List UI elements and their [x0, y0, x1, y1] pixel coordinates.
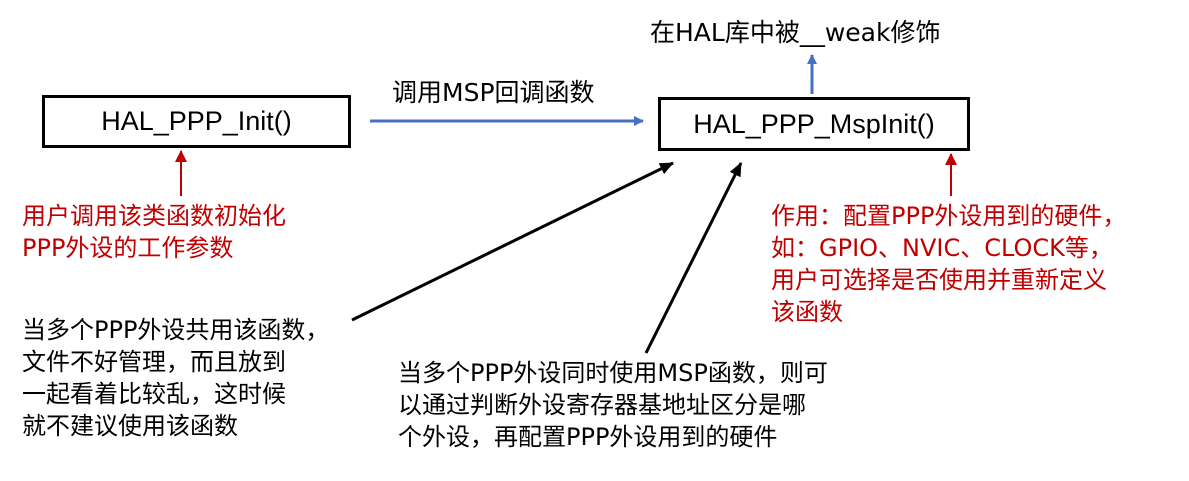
msp-purpose-line: 如：GPIO、NVIC、CLOCK等， [771, 234, 1113, 262]
msp-shared-note: 当多个PPP外设同时使用MSP函数，则可 以通过判断外设寄存器基地址区分是哪 个… [398, 357, 828, 453]
hal-ppp-init-box: HAL_PPP_Init() [42, 95, 351, 148]
weak-label: 在HAL库中被__weak修饰 [650, 18, 941, 47]
hal-ppp-mspinit-label: HAL_PPP_MspInit() [693, 108, 935, 139]
msp-purpose-line: 作用：配置PPP外设用到的硬件， [771, 202, 1127, 230]
init-purpose-note: 用户调用该类函数初始化 PPP外设的工作参数 [22, 200, 286, 264]
msp-shared-line: 以通过判断外设寄存器基地址区分是哪 [398, 391, 806, 419]
msp-shared-black-arrow [644, 162, 743, 354]
call-msp-label: 调用MSP回调函数 [392, 78, 595, 107]
hal-ppp-init-label: HAL_PPP_Init() [101, 106, 292, 136]
shared-black-arrow [351, 161, 674, 322]
shared-drawback-line: 一起看着比较乱，这时候 [22, 380, 286, 408]
init-purpose-line: PPP外设的工作参数 [22, 234, 234, 262]
hal-ppp-mspinit-box: HAL_PPP_MspInit() [658, 97, 970, 151]
init-purpose-line: 用户调用该类函数初始化 [22, 202, 286, 230]
msp-shared-line: 个外设，再配置PPP外设用到的硬件 [398, 423, 778, 451]
msp-purpose-line: 该函数 [771, 298, 843, 326]
shared-drawback-line: 当多个PPP外设共用该函数， [22, 316, 330, 344]
shared-drawback-line: 文件不好管理，而且放到 [22, 348, 286, 376]
shared-drawback-note: 当多个PPP外设共用该函数， 文件不好管理，而且放到 一起看着比较乱，这时候 就… [22, 314, 329, 442]
shared-drawback-line: 就不建议使用该函数 [22, 412, 238, 440]
msp-shared-line: 当多个PPP外设同时使用MSP函数，则可 [398, 359, 828, 387]
msp-purpose-line: 用户可选择是否使用并重新定义 [771, 266, 1107, 294]
msp-purpose-note: 作用：配置PPP外设用到的硬件， 如：GPIO、NVIC、CLOCK等， 用户可… [771, 200, 1126, 328]
